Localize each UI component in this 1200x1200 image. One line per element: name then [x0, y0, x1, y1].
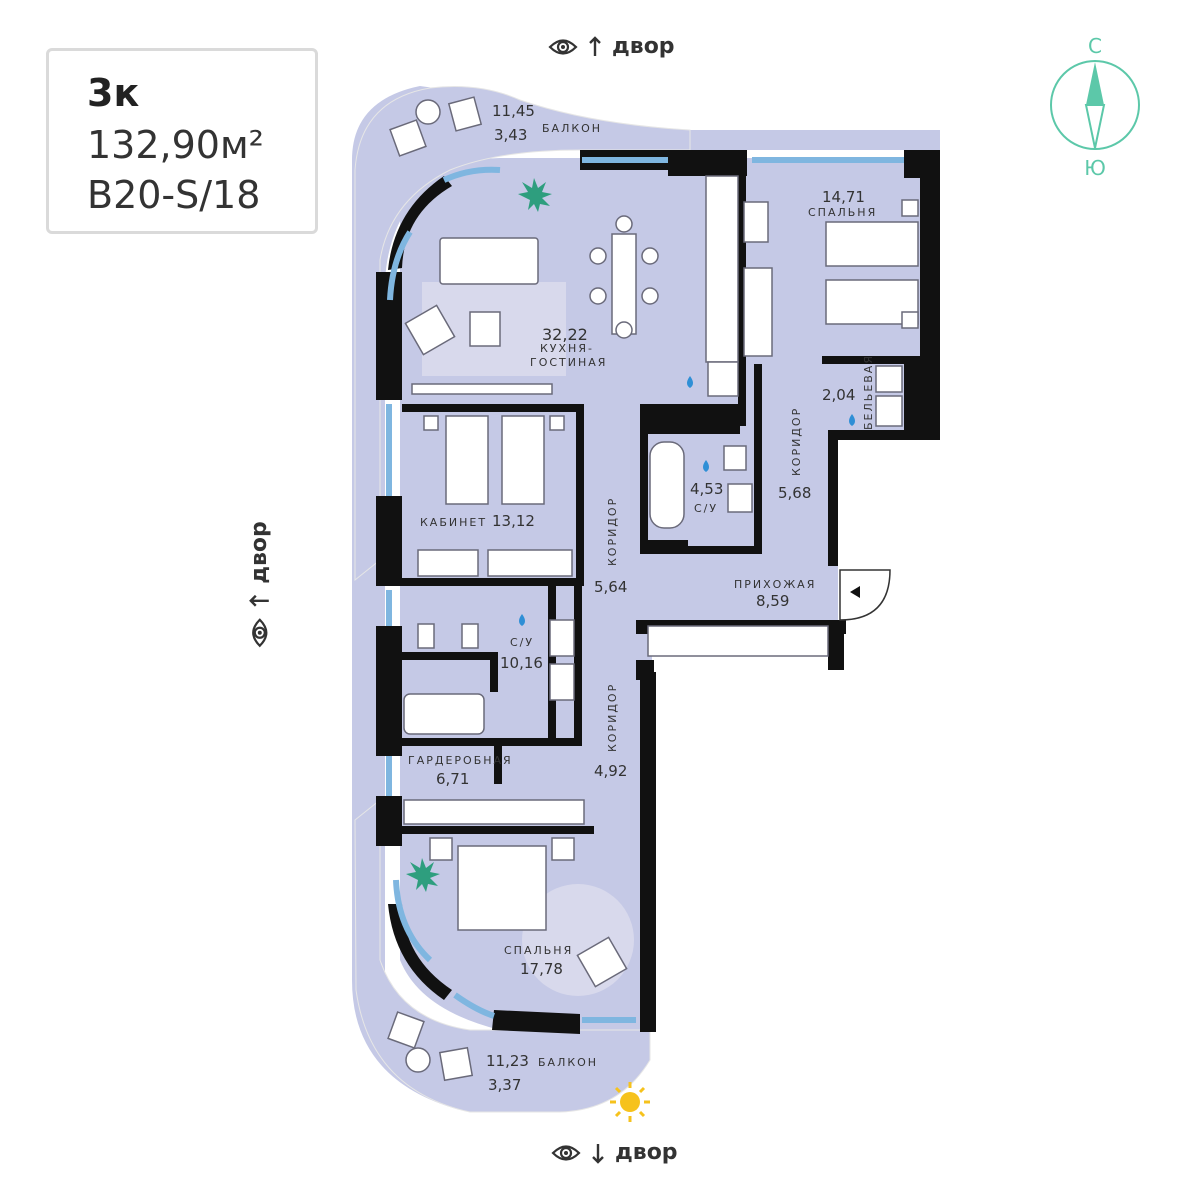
arrow-up-icon — [248, 594, 269, 607]
corridor3-area: 4,92 — [594, 762, 627, 780]
corridor2-area: 5,64 — [594, 578, 627, 596]
arrow-down-icon — [592, 1143, 604, 1164]
walls — [376, 150, 940, 1034]
balcony-bottom-area2: 3,37 — [488, 1076, 521, 1094]
balcony-bottom-area: 11,23 — [486, 1052, 529, 1070]
view-label-left: двор — [247, 521, 272, 648]
eye-icon — [251, 618, 267, 648]
plant-icon — [406, 858, 440, 892]
balcony-furniture — [387, 96, 483, 1082]
apartment-type: 3к — [87, 71, 140, 115]
eye-icon — [548, 38, 578, 55]
kitchen-label-2: ГОСТИНАЯ — [530, 356, 607, 369]
study-area: 13,12 — [492, 512, 535, 530]
balcony-bottom-label: БАЛКОН — [538, 1056, 598, 1069]
compass-north-label: С — [1088, 34, 1102, 58]
bedroom1-label: СПАЛЬНЯ — [808, 206, 877, 219]
view-label-top: двор — [548, 34, 675, 59]
corridor1-label: КОРИДОР — [790, 407, 803, 476]
hall-label: ПРИХОЖАЯ — [734, 578, 816, 591]
apartment-area: 132,90м² — [87, 123, 264, 167]
entrance-arrow-icon — [850, 586, 860, 598]
bedroom2-furniture — [403, 799, 628, 988]
kitchen-label-1: КУХНЯ- — [540, 342, 594, 355]
bath-furniture — [403, 361, 903, 735]
kitchen-area: 32,22 — [542, 325, 588, 344]
wardrobe-area: 6,71 — [436, 770, 469, 788]
hall-area: 8,59 — [756, 592, 789, 610]
eye-icon — [551, 1144, 581, 1161]
balcony-top-label: БАЛКОН — [542, 122, 602, 135]
bath1-area: 4,53 — [690, 480, 723, 498]
plant-icon — [518, 178, 552, 212]
water-drop-icon — [519, 614, 525, 626]
apartment-info-card: 3к 132,90м² B20-S/18 — [46, 48, 318, 234]
bath2-label: С/У — [510, 636, 534, 649]
bath1-label: С/У — [694, 502, 718, 515]
view-label-bottom-text: двор — [615, 1140, 678, 1165]
balcony-bottom — [354, 798, 651, 1113]
view-label-bottom: двор — [551, 1140, 678, 1165]
sun-icon — [610, 1082, 650, 1122]
balcony-top — [354, 86, 691, 582]
corridor1-area: 5,68 — [778, 484, 811, 502]
kitchen-furniture — [404, 175, 739, 395]
laundry-label: БЕЛЬЕВАЯ — [862, 354, 875, 430]
arrow-up-icon — [589, 35, 601, 56]
water-drop-icon — [703, 460, 709, 472]
corridor3-label: КОРИДОР — [606, 683, 619, 752]
view-label-top-text: двор — [612, 34, 675, 59]
windows — [386, 157, 904, 1023]
water-drop-icon — [687, 376, 693, 388]
plant-icons — [406, 178, 552, 892]
apartment-code: B20-S/18 — [87, 173, 261, 217]
study-furniture — [417, 415, 573, 577]
laundry-area: 2,04 — [822, 386, 855, 404]
bedroom2-area: 17,78 — [520, 960, 563, 978]
entrance-door — [839, 569, 891, 621]
compass-south-label: Ю — [1084, 156, 1106, 180]
study-label: КАБИНЕТ — [420, 516, 487, 529]
bedroom1-furniture — [743, 199, 919, 357]
balcony-top-area: 11,45 — [492, 102, 535, 120]
balcony-top-area2: 3,43 — [494, 126, 527, 144]
compass-rose-icon — [1050, 60, 1140, 150]
water-drop-icon — [849, 414, 855, 426]
water-drop-icons — [519, 376, 855, 626]
bath2-area: 10,16 — [500, 654, 543, 672]
bedroom2-label: СПАЛЬНЯ — [504, 944, 573, 957]
corridor2-label: КОРИДОР — [606, 497, 619, 566]
bedroom1-area: 14,71 — [822, 188, 865, 206]
compass: С Ю — [1048, 34, 1142, 180]
wardrobe-label: ГАРДЕРОБНАЯ — [408, 754, 513, 767]
